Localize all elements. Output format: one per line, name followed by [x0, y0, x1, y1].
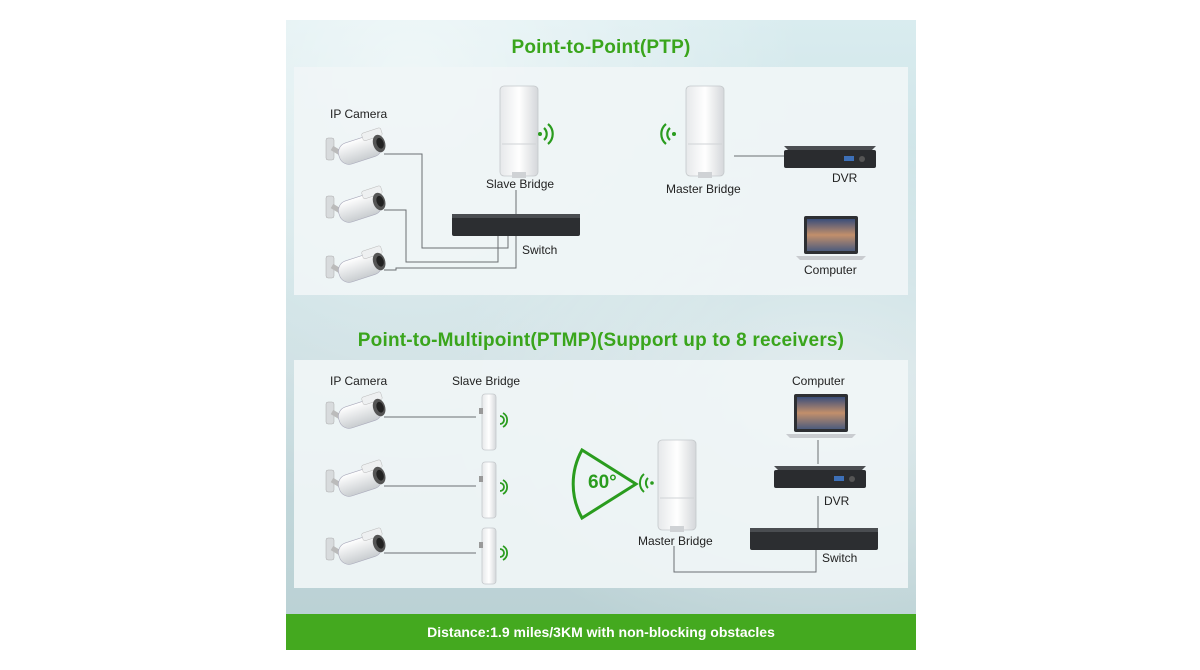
ptmp-camera-label: IP Camera — [330, 374, 388, 388]
ptmp-title: Point-to-Multipoint(PTMP)(Support up to … — [357, 330, 845, 351]
distance-footer: Distance:1.9 miles/3KM with non-blocking… — [286, 614, 916, 650]
ptmp-camera-1 — [326, 391, 388, 431]
ptp-title: Point-to-Point(PTP) — [511, 37, 691, 58]
ptp-dvr — [784, 146, 876, 168]
ptp-camera-1 — [326, 127, 388, 167]
network-diagram — [286, 85, 878, 585]
wifi-icon — [638, 473, 654, 493]
ptp-master-label: Master Bridge — [666, 182, 741, 196]
ptp-computer — [796, 216, 866, 260]
wifi-icon — [660, 123, 676, 145]
ptp-dvr-label: DVR — [832, 171, 858, 185]
angle-indicator — [571, 447, 639, 521]
ptmp-master-label: Master Bridge — [638, 534, 713, 548]
ptmp-camera-2 — [326, 459, 388, 499]
ptmp-computer-label: Computer — [792, 374, 845, 388]
wifi-icon — [499, 412, 509, 561]
ptmp-master-bridge — [657, 439, 697, 533]
ptp-computer-label: Computer — [804, 263, 857, 277]
ptmp-camera-3 — [326, 527, 388, 567]
ptmp-slave-bridge-3 — [478, 527, 497, 585]
ptmp-dvr-label: DVR — [824, 494, 850, 508]
wifi-icon — [538, 123, 554, 145]
ptp-camera-2 — [326, 185, 388, 225]
ptmp-switch — [750, 528, 878, 550]
ptp-slave-label: Slave Bridge — [486, 177, 555, 191]
ptp-switch-label: Switch — [522, 243, 558, 257]
ptp-switch — [452, 214, 580, 236]
ptmp-slave-bridge-1 — [478, 393, 497, 451]
ptmp-slave-bridge-2 — [478, 461, 497, 519]
ptmp-dvr — [774, 466, 866, 488]
ptp-master-bridge — [685, 85, 725, 179]
ptp-slave-bridge — [499, 85, 539, 179]
ptmp-slave-label: Slave Bridge — [452, 374, 521, 388]
ptmp-switch-label: Switch — [822, 551, 858, 565]
ptp-camera-label: IP Camera — [330, 107, 388, 121]
infographic-panel: Point-to-Point(PTP) Point-to-Multipoint(… — [286, 20, 916, 650]
ptmp-angle-label: 60° — [588, 472, 617, 493]
ptp-camera-3 — [326, 245, 388, 285]
ptmp-computer — [786, 394, 856, 438]
